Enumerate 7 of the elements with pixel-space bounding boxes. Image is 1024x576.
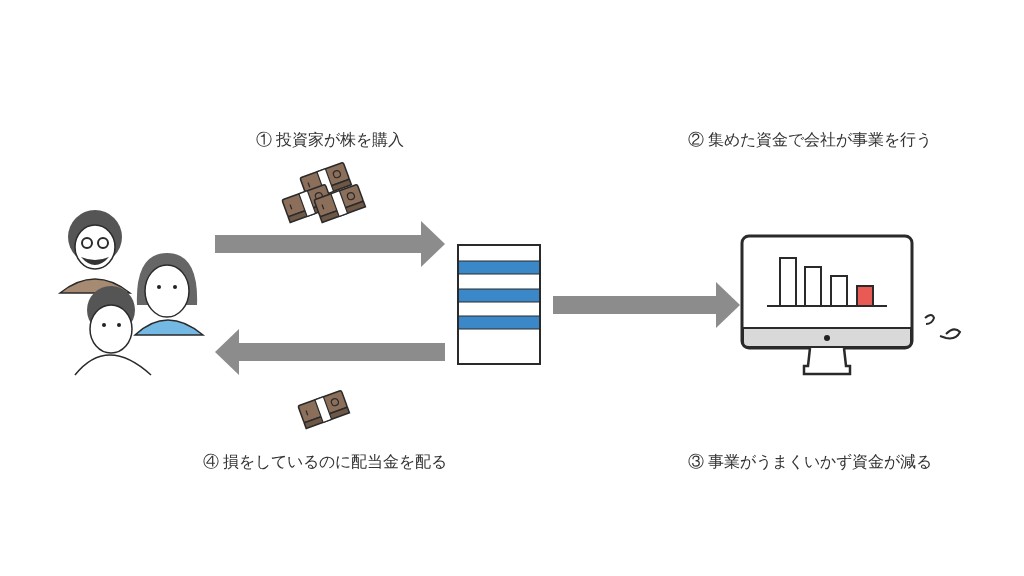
step-caption: ③ 事業がうまくいかず資金が減る [686,452,934,472]
block-arrow [215,221,445,267]
step-caption: ④ 損をしているのに配当金を配る [201,452,449,472]
step-caption: ② 集めた資金で会社が事業を行う [686,130,934,150]
block-arrow [215,329,445,375]
step-caption: ① 投資家が株を購入 [254,130,406,150]
block-arrow [553,282,740,328]
